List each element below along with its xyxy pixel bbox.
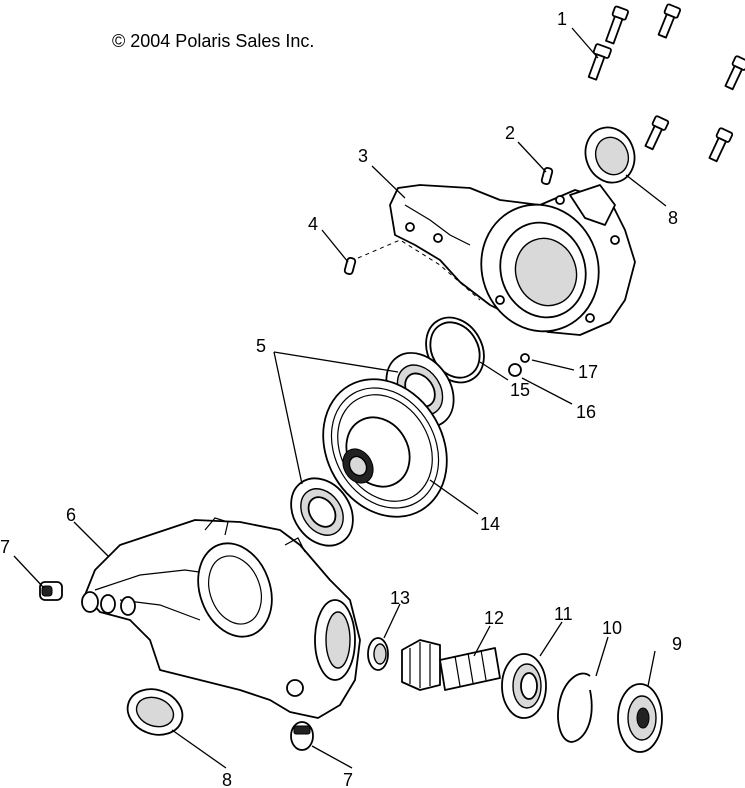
part-2-dowel-pin: [540, 167, 554, 185]
part-13-bushing: [367, 637, 389, 671]
part-8-seal-lower: [126, 688, 184, 736]
copyright-notice: © 2004 Polaris Sales Inc.: [112, 31, 315, 51]
part-17-washer: [520, 353, 530, 363]
callout-16: 16: [576, 402, 596, 422]
part-16-screw: [508, 363, 522, 377]
callout-14: 14: [480, 514, 500, 534]
part-14-ring-gear: [322, 378, 448, 518]
callout-7-left: 7: [0, 537, 10, 557]
callout-17: 17: [578, 362, 598, 382]
callout-10: 10: [602, 618, 622, 638]
part-7-plug-left: [39, 581, 63, 601]
callout-8-upper: 8: [668, 208, 678, 228]
callout-11: 11: [554, 604, 573, 624]
callout-1: 1: [557, 9, 567, 29]
part-1-bolts: [587, 3, 745, 163]
callout-5: 5: [256, 336, 266, 356]
callout-7-bottom: 7: [343, 770, 353, 788]
part-6-main-housing: [81, 517, 361, 719]
part-8-seal-upper: [584, 126, 636, 184]
part-5-bearing-upper: [385, 352, 455, 428]
callout-12: 12: [484, 608, 504, 628]
part-12-pinion-shaft: [401, 639, 501, 691]
callout-4: 4: [308, 214, 318, 234]
callout-labels: 1 2 3 4 5 6 7 7 8 8 9 10 11 12 13 14 15 …: [0, 9, 682, 788]
callout-8-lower: 8: [222, 770, 232, 788]
callout-6: 6: [66, 505, 76, 525]
part-11-bearing: [501, 653, 547, 719]
callout-9: 9: [672, 634, 682, 654]
callout-2: 2: [505, 123, 515, 143]
part-9-seal: [617, 683, 663, 753]
callout-3: 3: [358, 146, 368, 166]
part-3-upper-housing: [389, 184, 636, 336]
part-10-snap-ring: [557, 672, 593, 743]
callout-15: 15: [510, 380, 530, 400]
part-7-plug-bottom: [290, 721, 314, 751]
leader-lines: [13, 27, 667, 769]
callout-13: 13: [390, 588, 410, 608]
